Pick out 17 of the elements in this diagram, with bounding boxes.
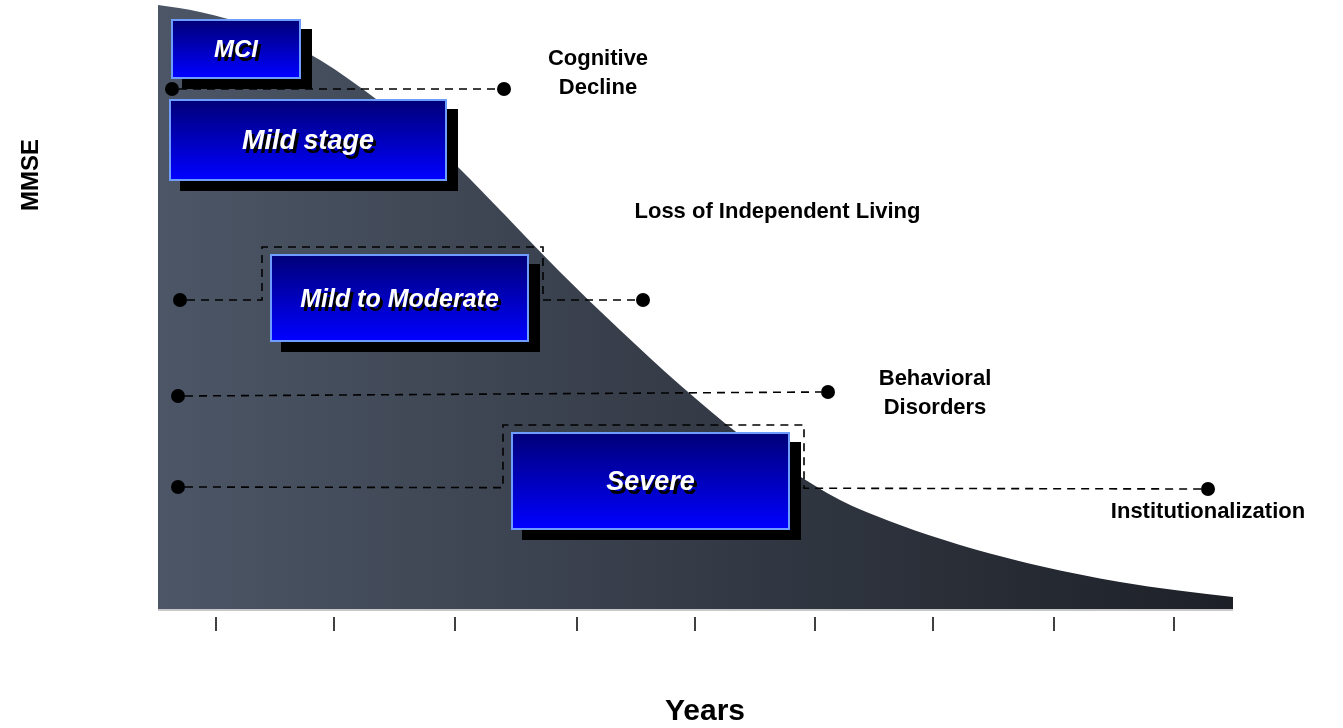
stage-name: Severe xyxy=(606,465,695,497)
stage-name: Mild to Moderate xyxy=(300,283,499,313)
milestone-label: Cognitive Decline xyxy=(546,44,650,101)
milestone-label: Behavioral Disorders xyxy=(877,364,993,421)
dashed-line xyxy=(184,391,822,397)
dot-marker xyxy=(1201,482,1215,496)
dashed-line xyxy=(184,424,1202,490)
dot-marker xyxy=(636,293,650,307)
stage-name: Mild stage xyxy=(242,124,374,156)
stage-name: MCI xyxy=(214,35,258,63)
dot-marker xyxy=(821,385,835,399)
dashed-line xyxy=(186,246,637,301)
milestone-label: Loss of Independent Living xyxy=(633,197,922,225)
axis-title: MMSE xyxy=(15,138,45,213)
dot-marker xyxy=(497,82,511,96)
axis-title: Years xyxy=(663,692,747,728)
milestone-label: Institutionalization xyxy=(1109,497,1307,525)
